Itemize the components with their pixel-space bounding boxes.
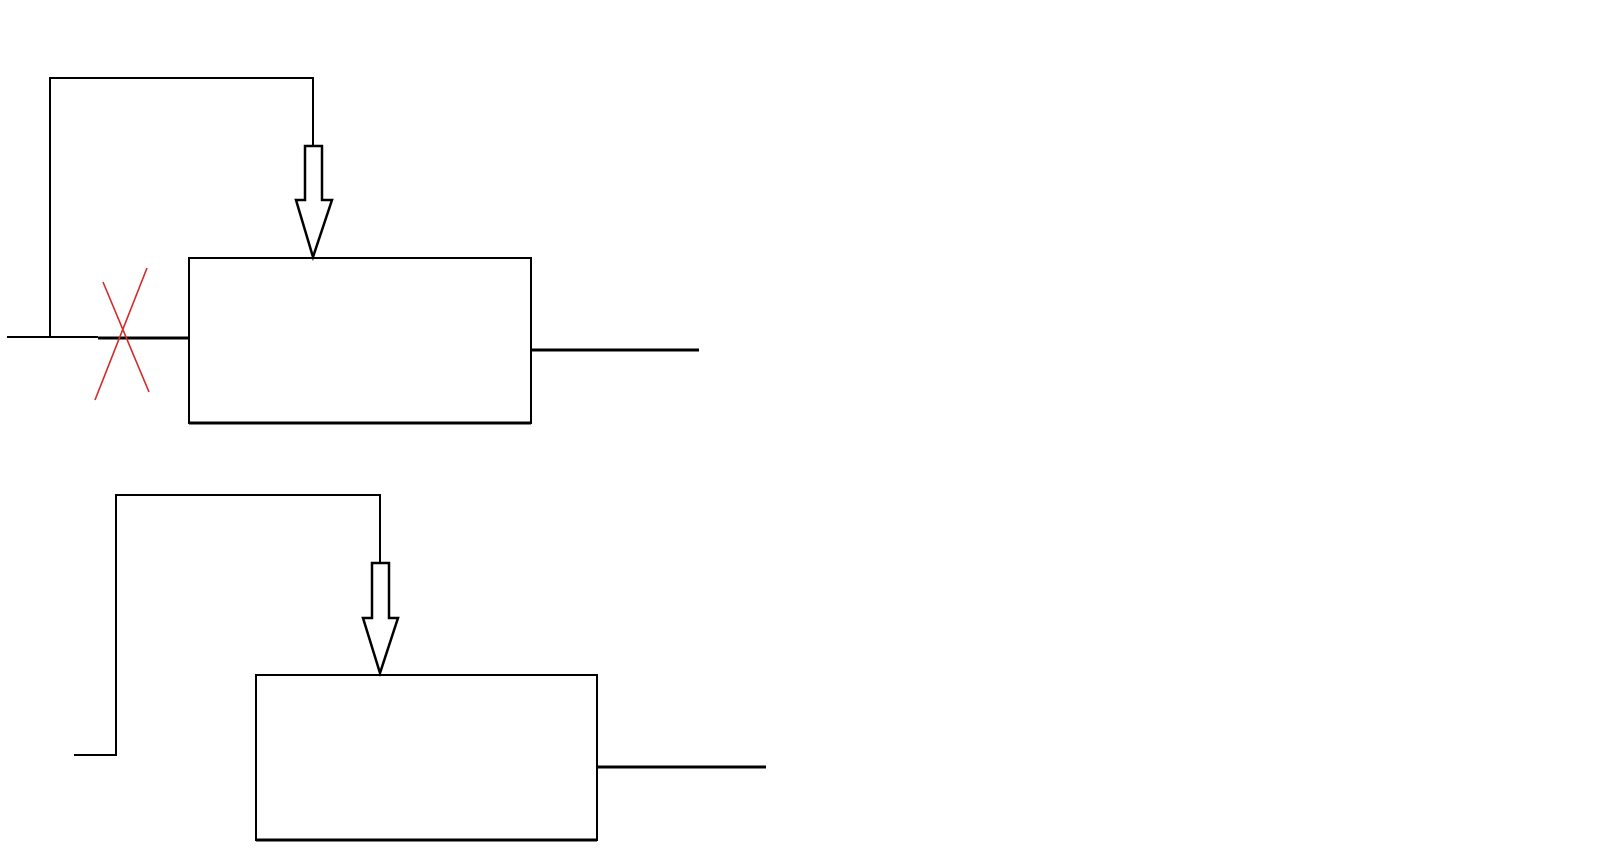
bottom-down-arrow-icon [361, 561, 400, 678]
cross-icon [94, 267, 150, 401]
bottom-block [255, 674, 598, 841]
top-block [188, 257, 532, 424]
top-diagram [7, 77, 699, 425]
top-down-arrow-icon [294, 144, 334, 262]
top-feedback-line [49, 77, 314, 337]
bottom-diagram [74, 494, 766, 842]
bottom-feedback-line [74, 494, 381, 756]
